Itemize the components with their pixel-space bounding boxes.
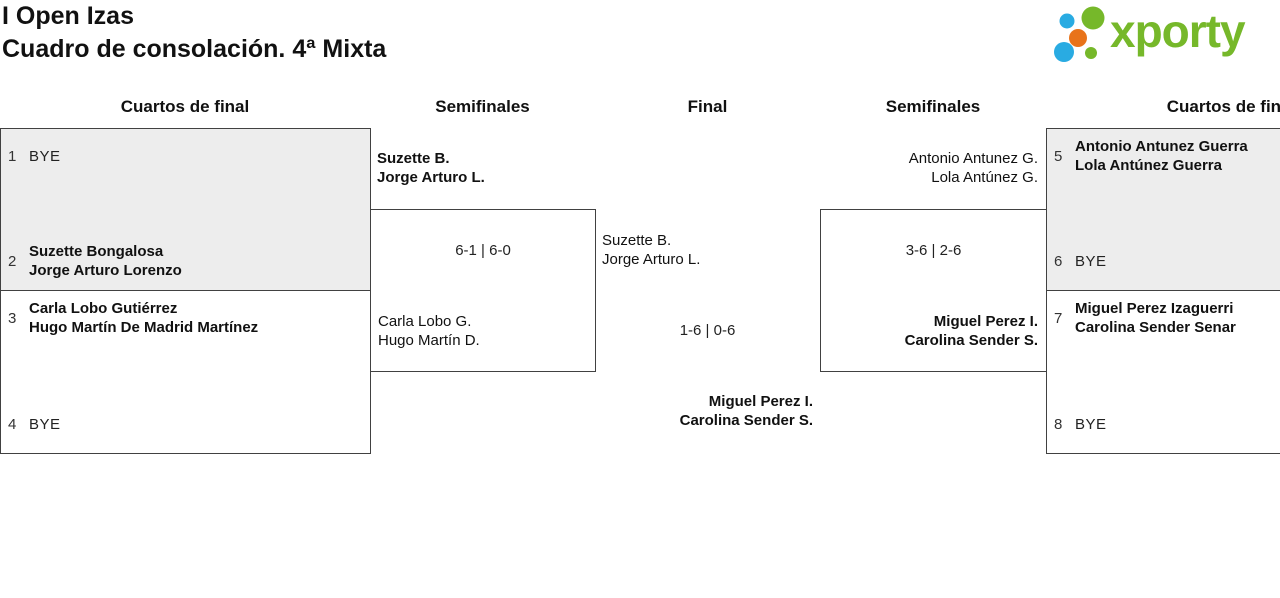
seed-number: 7 [1054, 309, 1063, 327]
seed-number: 8 [1054, 415, 1063, 433]
seed-number: 1 [8, 147, 17, 165]
final-team-bottom-winner: Miguel Perez I. Carolina Sender S. [679, 393, 813, 429]
match-box-qf1[interactable]: 1 BYE 2 Suzette Bongalosa Jorge Arturo L… [0, 128, 371, 291]
team-name: Miguel Perez Izaguerri Carolina Sender S… [1075, 300, 1236, 336]
team-name-loser: Carla Lobo G. Hugo Martín D. [378, 312, 480, 349]
tournament-name: I Open Izas [2, 2, 134, 30]
seed-number: 2 [8, 252, 17, 270]
match-score: 6-1 | 6-0 [455, 242, 511, 259]
team-name-bye: BYE [29, 415, 61, 433]
xporty-logo: xporty [1048, 5, 1280, 71]
advancing-team-sf2: Antonio Antunez G. Lola Antúnez G. [908, 150, 1038, 186]
match-box-qf3[interactable]: 5 Antonio Antunez Guerra Lola Antúnez Gu… [1046, 128, 1280, 291]
bracket-subtitle: Cuadro de consolación. 4ª Mixta [2, 35, 387, 63]
final-score: 1-6 | 0-6 [679, 322, 736, 339]
team-name: Carla Lobo Gutiérrez Hugo Martín De Madr… [29, 300, 259, 336]
seed-number: 6 [1054, 252, 1063, 270]
seed-number: 3 [8, 309, 17, 327]
round-header-semifinals-right: Semifinales [885, 97, 981, 116]
match-box-sf1[interactable]: 6-1 | 6-0 Carla Lobo G. Hugo Martín D. [370, 209, 596, 372]
page-title: I Open Izas Cuadro de consolación. 4ª Mi… [2, 0, 386, 66]
team-name: Antonio Antunez Guerra Lola Antúnez Guer… [1075, 138, 1248, 174]
match-score: 3-6 | 2-6 [905, 242, 962, 259]
seed-number: 4 [8, 415, 17, 433]
xporty-logo-dots-icon [1054, 6, 1105, 62]
team-name: Suzette Bongalosa Jorge Arturo Lorenzo [29, 243, 182, 279]
team-name-bye: BYE [29, 147, 61, 165]
round-header-quarterfinals-left: Cuartos de final [120, 97, 250, 116]
seed-number: 5 [1054, 147, 1063, 165]
final-team-top: Suzette B. Jorge Arturo L. [602, 232, 701, 268]
round-header-final: Final [687, 97, 728, 116]
match-box-qf4[interactable]: 7 Miguel Perez Izaguerri Carolina Sender… [1046, 290, 1280, 454]
match-box-qf2[interactable]: 3 Carla Lobo Gutiérrez Hugo Martín De Ma… [0, 290, 371, 454]
round-header-semifinals-left: Semifinales [435, 97, 530, 116]
match-box-sf2[interactable]: 3-6 | 2-6 Miguel Perez I. Carolina Sende… [820, 209, 1047, 372]
team-name-bye: BYE [1075, 415, 1107, 433]
team-name-winner: Miguel Perez I. Carolina Sender S. [904, 312, 1038, 349]
round-header-quarterfinals-right: Cuartos de final [1166, 97, 1280, 116]
team-name-bye: BYE [1075, 252, 1107, 270]
xporty-logo-text: xporty [1110, 5, 1246, 57]
advancing-team-sf1: Suzette B. Jorge Arturo L. [377, 150, 485, 186]
